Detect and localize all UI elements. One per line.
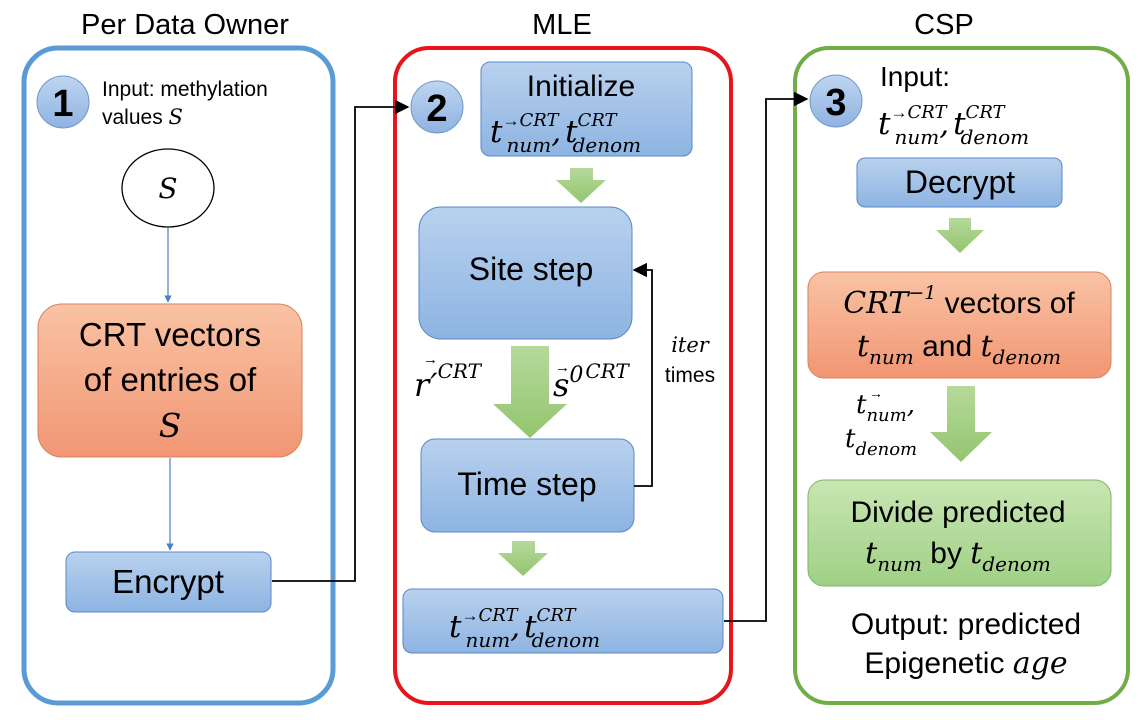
initialize-box [480, 61, 693, 157]
iter-times-label: times [665, 364, 715, 387]
block-arrow-init-to-site [556, 168, 606, 203]
site-step-label: Site step [469, 251, 594, 287]
block-arrow-time-to-output [498, 541, 548, 576]
connector-encrypt-to-mle [272, 99, 410, 582]
site-step-box [418, 206, 633, 340]
step-number-3: 3 [825, 82, 846, 124]
owner-column-title: Per Data Owner [81, 9, 289, 41]
csp-input-label: Input: [880, 61, 950, 92]
csp-column-title: CSP [914, 9, 974, 41]
owner-input-line1: Input: methylation [102, 78, 268, 101]
mle-output-box [402, 588, 724, 654]
iter-variable: iter [671, 333, 711, 357]
block-arrow-decrypt-to-inverse [936, 218, 984, 253]
r-prime-crt-label: r′CRT [414, 359, 483, 404]
crt-vectors-var: S [159, 406, 182, 445]
output-line1: Output: predicted [851, 608, 1081, 641]
side-label-tdenom: tdenom [845, 424, 917, 460]
csp-panel [793, 46, 1130, 705]
input-values-node [121, 148, 215, 228]
step-badge-2: 2 [410, 80, 464, 134]
r-arrow-accent: → [423, 351, 438, 368]
inverse-crt-line2: tnum and tdenom [857, 329, 1061, 369]
divide-line2: tnum by tdenom [865, 536, 1051, 576]
divide-box [807, 479, 1112, 587]
crt-vectors-line2: of entries of [84, 361, 257, 398]
step-badge-1: 1 [36, 75, 90, 129]
time-step-label: Time step [457, 466, 596, 502]
step-number-2: 2 [426, 88, 447, 130]
connector-mle-to-csp [724, 91, 809, 622]
crt-vectors-box [37, 303, 303, 458]
crt-vectors-line1: CRT vectors [79, 316, 261, 353]
decrypt-label: Decrypt [905, 164, 1015, 200]
block-arrow-site-to-time [493, 346, 567, 438]
mle-panel [393, 46, 733, 705]
s-arrow-accent: → [555, 359, 570, 376]
mle-column-title: MLE [532, 9, 592, 41]
initialize-label: Initialize [527, 70, 635, 103]
encrypt-label: Encrypt [112, 563, 224, 600]
divide-line1: Divide predicted [850, 496, 1065, 529]
input-values-node-label: S [158, 172, 177, 205]
block-arrow-inverse-to-divide [930, 386, 992, 462]
step-badge-3: 3 [809, 74, 863, 128]
decrypt-box [856, 157, 1063, 208]
step-number-1: 1 [52, 83, 73, 125]
owner-panel [21, 45, 336, 706]
inverse-crt-line1: CRT−1 vectors of [843, 282, 1075, 321]
encrypt-box [65, 551, 272, 613]
output-line2: Epigenetic age [864, 646, 1067, 681]
owner-input-line2: values S [102, 105, 183, 129]
side-tnum-arrow-accent: → [869, 385, 883, 401]
iteration-loop-connector [632, 262, 653, 487]
side-label-tnum: tnum, [856, 390, 915, 426]
inverse-crt-box [807, 271, 1112, 379]
